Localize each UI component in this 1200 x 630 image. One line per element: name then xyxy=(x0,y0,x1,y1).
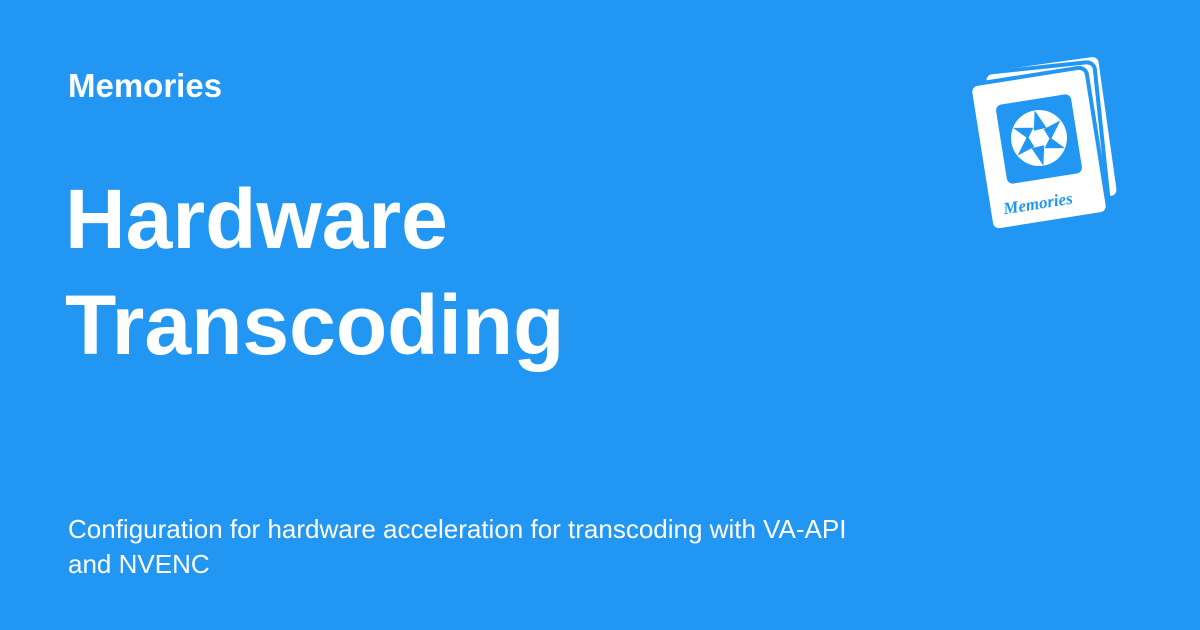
site-name: Memories xyxy=(68,67,223,104)
page-title: Hardware Transcoding xyxy=(65,166,564,378)
page-description: Configuration for hardware acceleration … xyxy=(68,514,847,579)
page-title-line-2: Transcoding xyxy=(65,278,565,372)
page-title-line-1: Hardware xyxy=(65,172,448,266)
memories-logo-icon: Memories xyxy=(952,52,1132,237)
